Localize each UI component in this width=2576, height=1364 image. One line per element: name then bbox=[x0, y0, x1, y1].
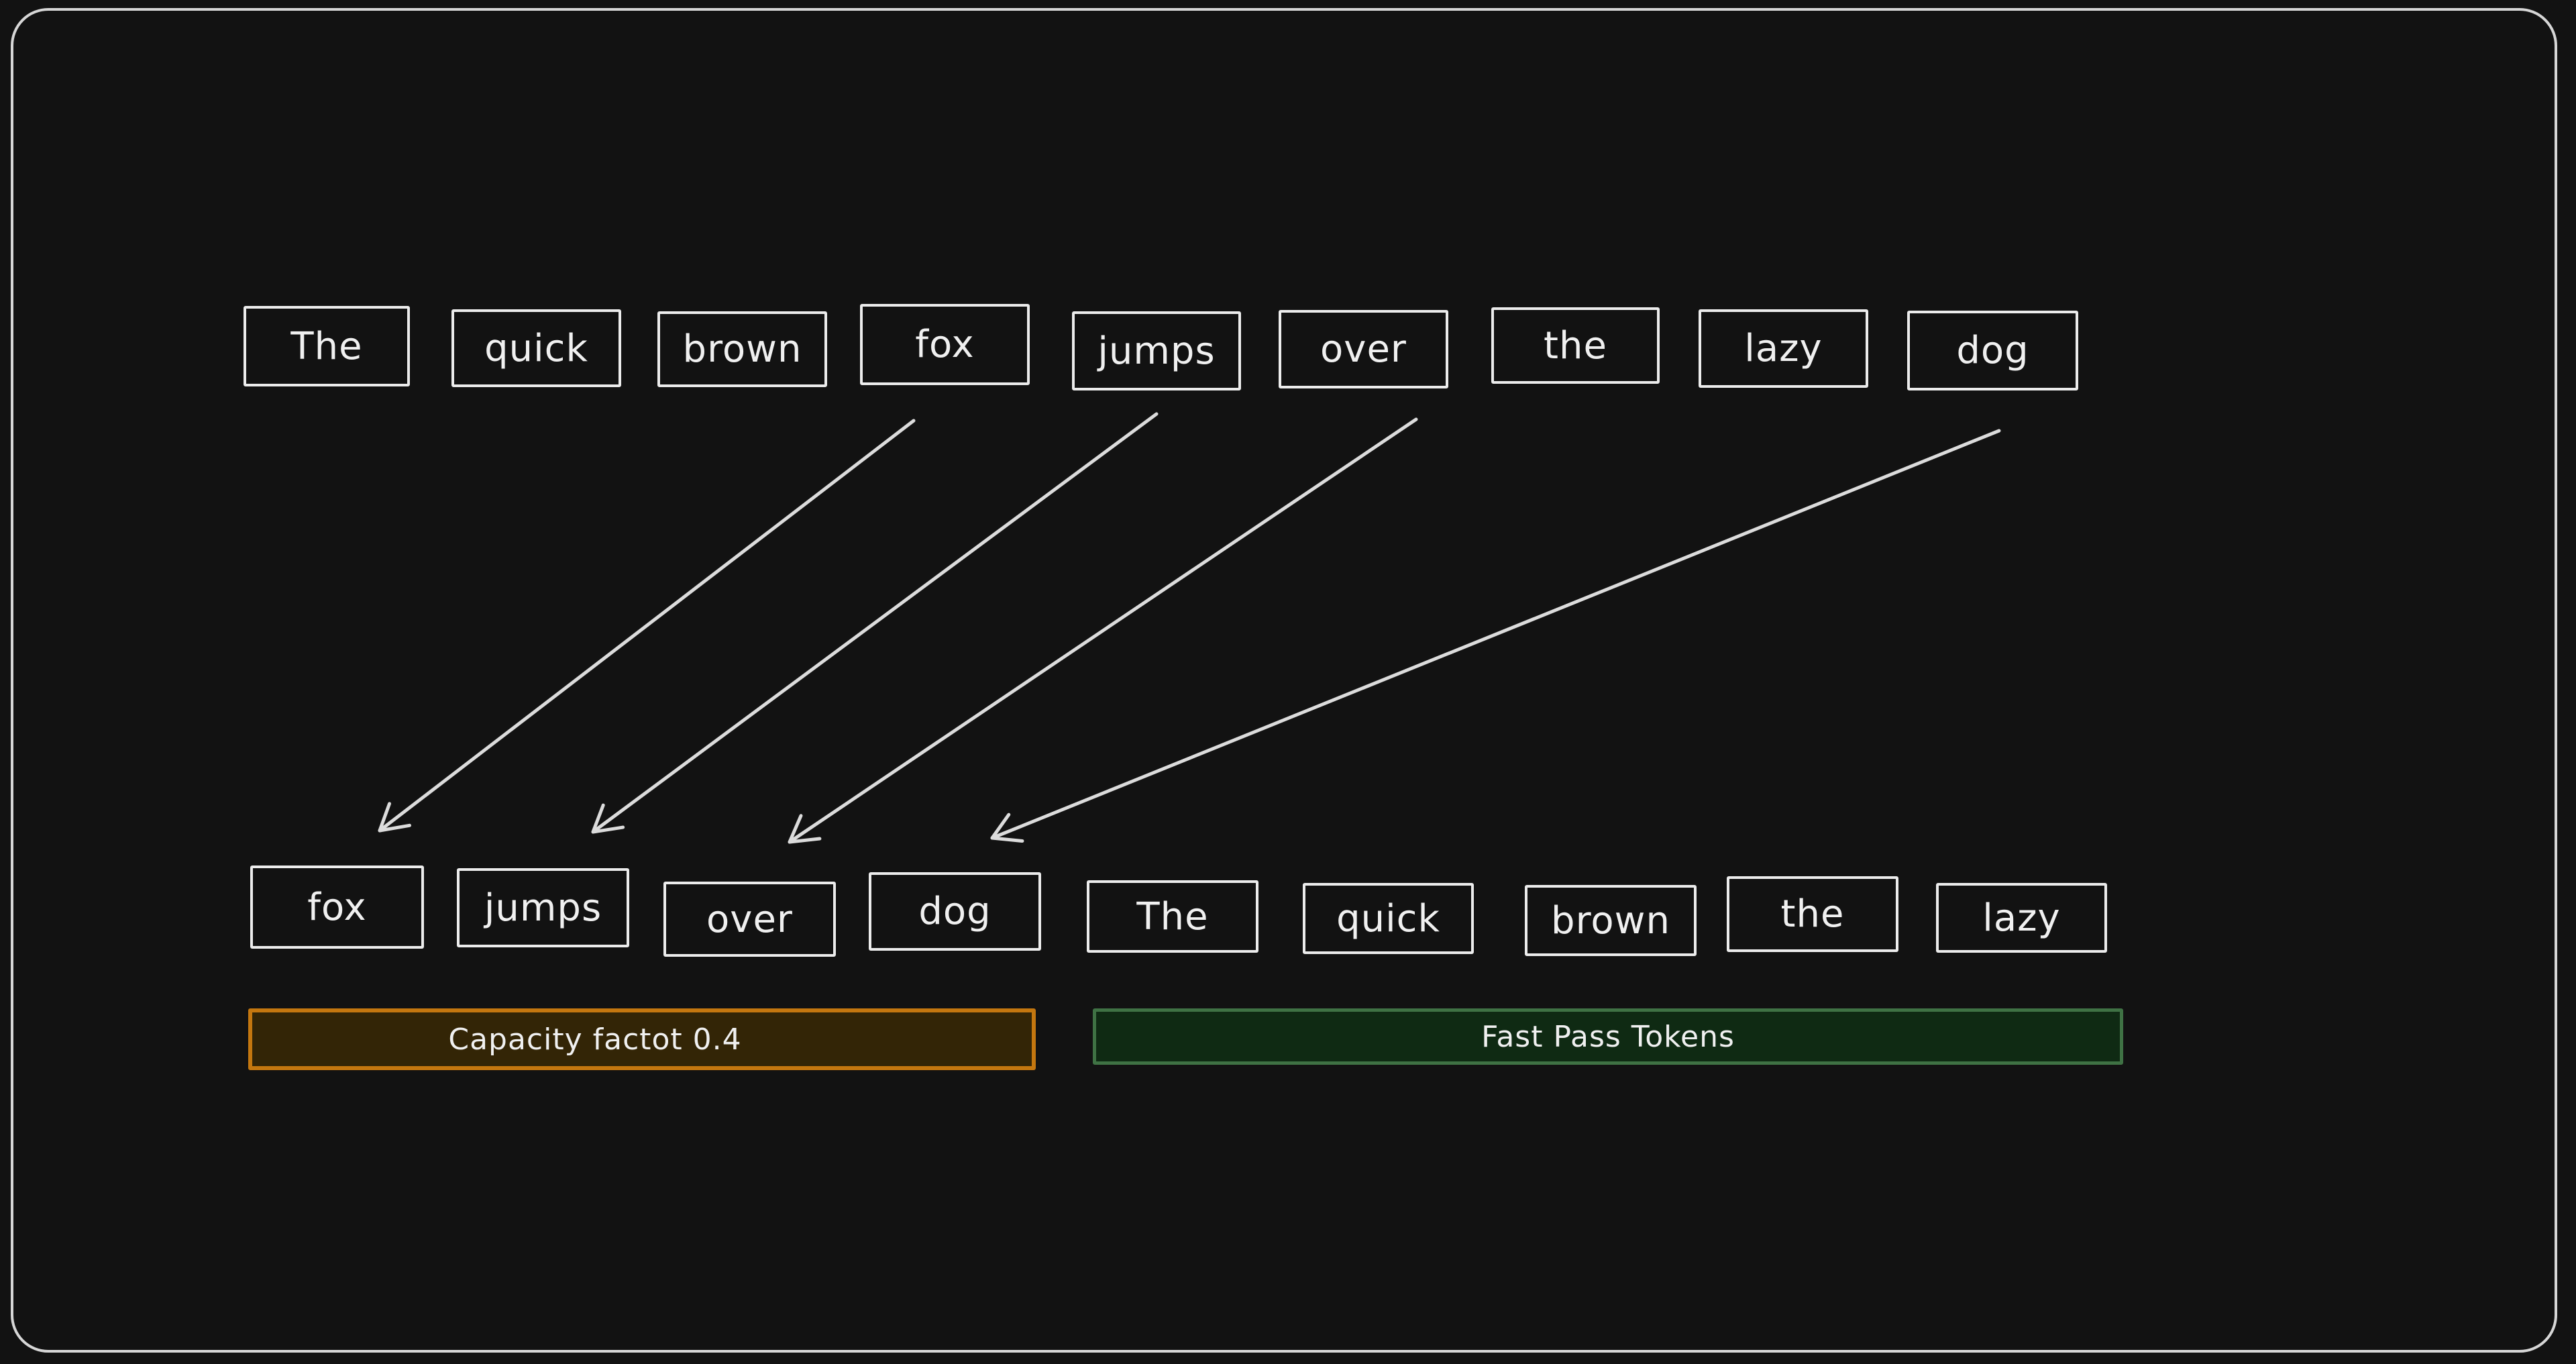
token-label: brown bbox=[682, 327, 802, 371]
top-token-8: dog bbox=[1907, 311, 2078, 390]
token-label: the bbox=[1544, 323, 1607, 368]
token-label: over bbox=[1320, 327, 1407, 371]
fast-pass-tokens-label: Fast Pass Tokens bbox=[1481, 1019, 1735, 1054]
top-token-0: The bbox=[244, 306, 410, 386]
bottom-token-2: over bbox=[663, 882, 836, 957]
token-label: brown bbox=[1551, 898, 1670, 943]
token-label: the bbox=[1780, 892, 1845, 936]
bottom-token-3: dog bbox=[869, 872, 1041, 951]
fast-pass-tokens-bar: Fast Pass Tokens bbox=[1093, 1008, 2123, 1065]
bottom-token-4: The bbox=[1087, 880, 1258, 953]
arrow-fox-to-fox bbox=[378, 419, 916, 833]
token-label: jumps bbox=[1097, 329, 1216, 373]
token-label: lazy bbox=[1744, 327, 1823, 370]
arrow-dog-to-dog bbox=[990, 429, 2001, 843]
top-token-1: quick bbox=[451, 309, 621, 387]
token-label: The bbox=[290, 324, 363, 368]
bottom-token-1: jumps bbox=[457, 868, 629, 947]
token-label: quick bbox=[1336, 896, 1440, 941]
token-label: dog bbox=[1956, 329, 2029, 372]
canvas-frame bbox=[11, 8, 2557, 1353]
bottom-token-8: lazy bbox=[1936, 883, 2107, 953]
top-token-5: over bbox=[1279, 310, 1448, 388]
arrow-jumps-to-jumps bbox=[591, 412, 1159, 834]
bottom-token-5: quick bbox=[1303, 883, 1474, 954]
capacity-factor-bar: Capacity factot 0.4 bbox=[248, 1008, 1036, 1070]
top-token-2: brown bbox=[657, 311, 827, 387]
bottom-token-6: brown bbox=[1525, 885, 1697, 956]
token-label: fox bbox=[915, 323, 975, 366]
bottom-token-0: fox bbox=[250, 865, 424, 949]
token-label: dog bbox=[918, 890, 991, 933]
token-label: over bbox=[706, 897, 793, 941]
arrow-over-to-over bbox=[788, 417, 1418, 844]
top-token-7: lazy bbox=[1699, 309, 1868, 388]
token-label: fox bbox=[307, 885, 367, 929]
token-label: The bbox=[1136, 894, 1209, 939]
token-label: quick bbox=[484, 326, 588, 370]
token-label: jumps bbox=[484, 886, 602, 930]
capacity-factor-label: Capacity factot 0.4 bbox=[448, 1022, 742, 1057]
bottom-token-7: the bbox=[1727, 876, 1898, 952]
top-token-4: jumps bbox=[1072, 311, 1241, 390]
top-token-6: the bbox=[1491, 307, 1660, 384]
top-token-3: fox bbox=[860, 304, 1030, 385]
token-label: lazy bbox=[1982, 896, 2061, 940]
